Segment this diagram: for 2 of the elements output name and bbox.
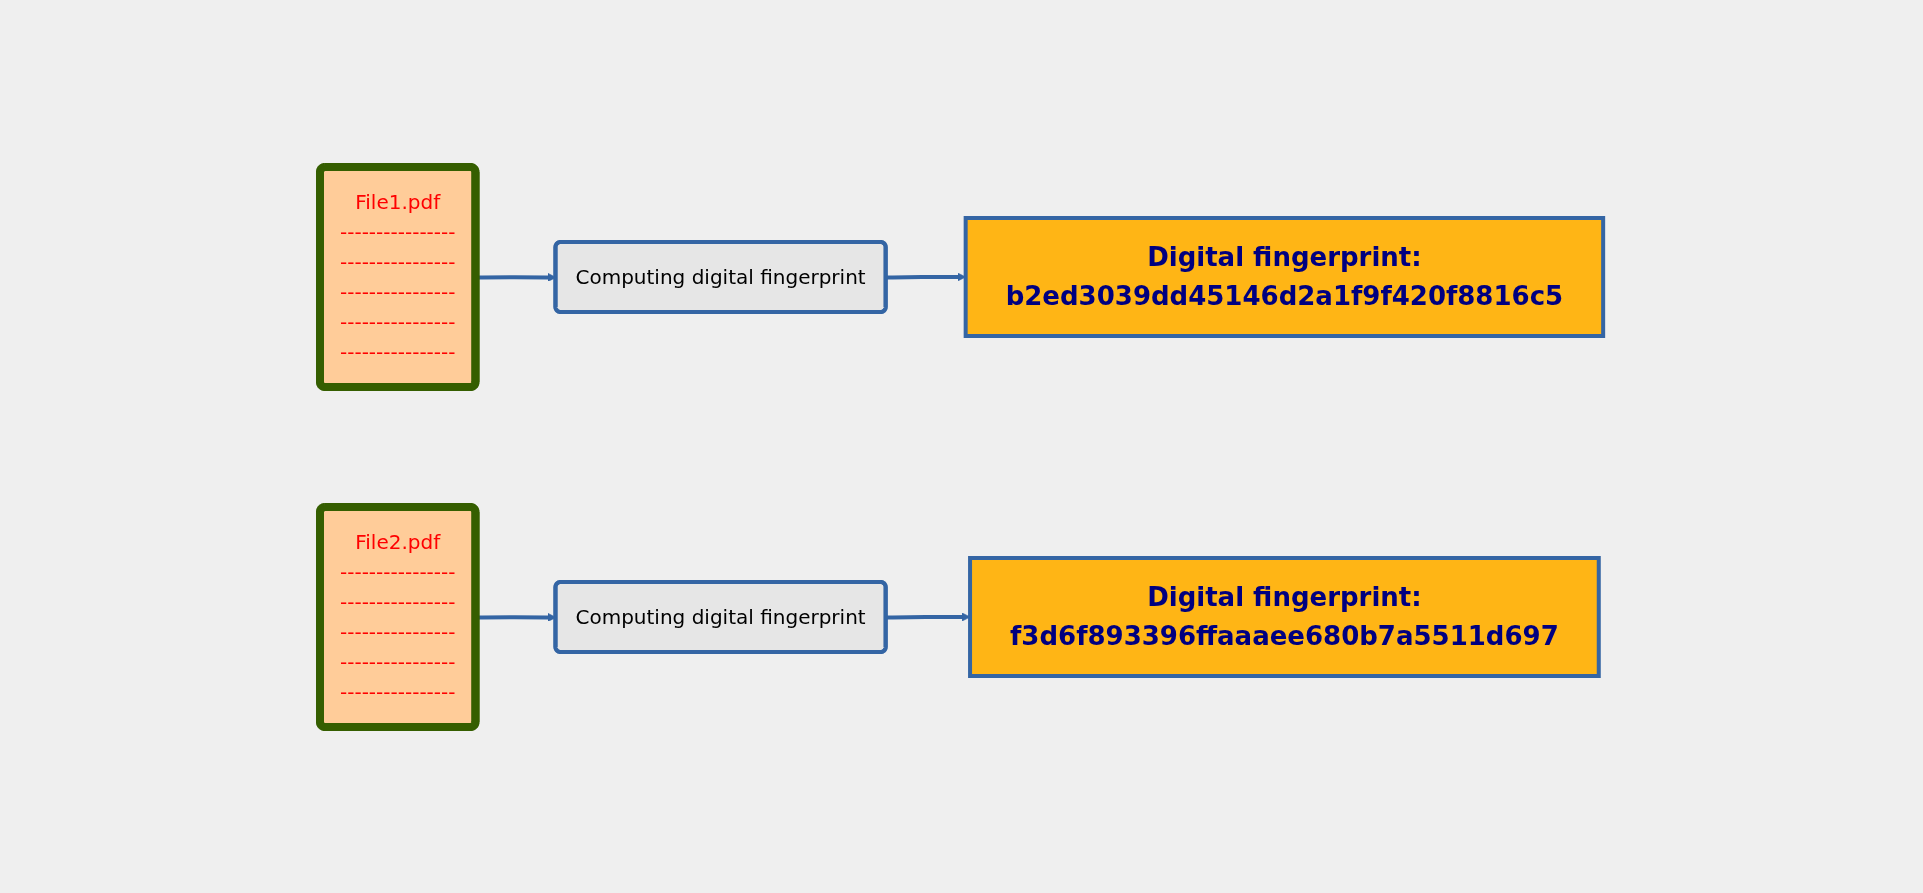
node-box: Digital fingerprint: f3d6f893396ffaaaee680b7a5511d697 [968,555,1601,678]
node-box: Digital fingerprint: b2ed3039dd45146d2a1f9f420f8816c5 [963,215,1606,338]
